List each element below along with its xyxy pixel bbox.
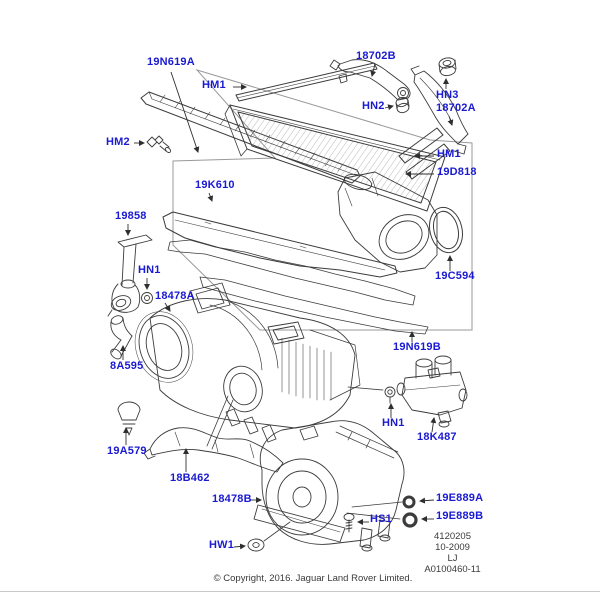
- part-label-19D818[interactable]: 19D818: [437, 166, 477, 178]
- part-label-HN3[interactable]: HN3: [436, 89, 459, 101]
- part-label-18702A[interactable]: 18702A: [436, 102, 476, 114]
- part-label-19K610[interactable]: 19K610: [195, 179, 235, 191]
- part-nut-HN2: [395, 96, 410, 114]
- part-label-18478B[interactable]: 18478B: [212, 493, 252, 505]
- part-label-18478A[interactable]: 18478A: [155, 290, 195, 302]
- footer-drawing-number: A0100460-11: [424, 564, 481, 575]
- part-bracket-18702B: [329, 59, 411, 101]
- part-nut-HN1-left: [141, 292, 153, 304]
- part-water-valve-18K487: [396, 355, 468, 428]
- part-screw-HS1: [343, 513, 355, 533]
- part-label-19N619A[interactable]: 19N619A: [147, 56, 195, 68]
- part-label-HN1-b[interactable]: HN1: [382, 417, 405, 429]
- bottom-divider: [0, 591, 600, 592]
- part-label-19N619B[interactable]: 19N619B: [393, 341, 441, 353]
- part-cowl-grille-19D818: [224, 104, 451, 212]
- assembly-box: [172, 69, 473, 331]
- part-reservoir-19858: [107, 234, 153, 317]
- part-label-HS1[interactable]: HS1: [370, 513, 392, 525]
- part-label-19C594[interactable]: 19C594: [435, 270, 475, 282]
- part-washer-HW1: [247, 538, 265, 552]
- part-label-18K487[interactable]: 18K487: [417, 431, 457, 443]
- connector-lines: [206, 386, 403, 542]
- part-sensor-19A579: [117, 401, 141, 436]
- footer-date-code: 10-2009: [435, 542, 470, 553]
- part-duct-18B462: [143, 427, 284, 473]
- part-label-8A595[interactable]: 8A595: [110, 360, 144, 372]
- part-label-HM1-a[interactable]: HM1: [202, 79, 226, 91]
- part-nut-HN3: [438, 57, 457, 77]
- part-elbow-8A595: [110, 315, 133, 360]
- leader-lines: [120, 63, 454, 550]
- part-hvac-upper-18478A: [134, 282, 361, 443]
- part-gasket-seals: [167, 239, 429, 335]
- part-seal-ring-19C594: [429, 206, 463, 254]
- part-label-HM1-b[interactable]: HM1: [437, 148, 461, 160]
- part-inlet-housing: [337, 171, 438, 273]
- part-label-18B462[interactable]: 18B462: [170, 472, 210, 484]
- part-label-19A579[interactable]: 19A579: [107, 445, 147, 457]
- part-label-HM2[interactable]: HM2: [106, 136, 130, 148]
- part-label-19858[interactable]: 19858: [115, 210, 147, 222]
- part-label-19E889A[interactable]: 19E889A: [436, 492, 484, 504]
- footer-model-code: LJ: [447, 553, 458, 564]
- part-clip-HM2: [146, 135, 171, 153]
- part-label-HN2[interactable]: HN2: [362, 100, 385, 112]
- part-nut-HN1-right: [384, 386, 396, 404]
- footer-doc-number: 4120205: [434, 531, 471, 542]
- part-oring-19E889B: [402, 512, 418, 528]
- part-label-18702B[interactable]: 18702B: [356, 50, 396, 62]
- part-strip-HM1: [235, 62, 378, 102]
- part-label-19E889B[interactable]: 19E889B: [436, 510, 484, 522]
- part-panel-19K610: [162, 211, 398, 278]
- copyright-notice: © Copyright, 2016. Jaguar Land Rover Lim…: [213, 573, 413, 584]
- part-label-HW1[interactable]: HW1: [209, 539, 235, 551]
- part-oring-19E889A: [402, 495, 416, 509]
- part-bracket-18702A: [410, 65, 469, 155]
- part-heater-lower-18478B: [253, 420, 405, 552]
- part-label-HN1-a[interactable]: HN1: [138, 264, 161, 276]
